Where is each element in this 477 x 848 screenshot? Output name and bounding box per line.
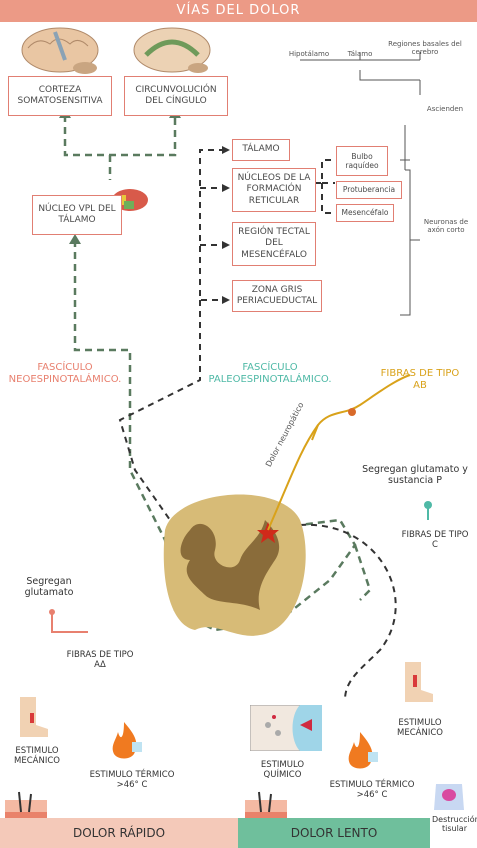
label-hipotalamo: Hipotálamo <box>288 50 330 58</box>
box-cingulo: CIRCUNVOLUCIÓN DEL CÍNGULO <box>124 76 228 116</box>
label-fibras-c: FIBRAS DE TIPO C <box>401 530 469 551</box>
teal-markers <box>49 501 432 633</box>
box-gris: ZONA GRIS PERIACUEDUCTAL <box>232 280 322 312</box>
footer-dolor-lento: DOLOR LENTO <box>238 818 430 848</box>
brain-icon <box>21 27 99 74</box>
brain-sagittal-icon <box>133 27 211 73</box>
fibra-ab-path <box>267 374 411 531</box>
leg-icon <box>405 662 433 702</box>
label-estimulo-termico-right: ESTIMULO TÉRMICO >46° C <box>329 780 415 801</box>
torso-icon <box>434 784 464 810</box>
label-neuronas: Neuronas de axón corto <box>423 218 469 235</box>
box-nucleo-vpl: NÚCLEO VPL DEL TÁLAMO <box>32 195 122 235</box>
skin-icon <box>5 791 47 820</box>
label-segregan-glut: Segregan glutamato <box>24 576 74 599</box>
label-paleo: FASCÍCULO PALEOESPINOTALÁMICO. <box>208 362 332 385</box>
box-tectal: REGIÓN TECTAL DEL MESENCÉFALO <box>232 222 316 266</box>
label-estimulo-termico-left: ESTIMULO TÉRMICO >46° C <box>89 770 175 791</box>
flame-icon <box>112 722 142 759</box>
box-corteza: CORTEZA SOMATOSENSITIVA <box>8 76 112 116</box>
label-talamo-top: Tálamo <box>347 50 373 58</box>
paleo-path <box>118 149 397 701</box>
footer-destruccion: Destrucción tisular <box>432 815 477 834</box>
hierarchy-lines <box>300 52 421 316</box>
leg-icon <box>20 697 48 737</box>
label-regiones: Regiones basales del cerebro <box>388 40 462 57</box>
skin-icon <box>245 791 287 820</box>
label-neo: FASCÍCULO NEOESPINOTALÁMICO. <box>8 362 122 385</box>
box-reticular: NÚCLEOS DE LA FORMACIÓN RETICULAR <box>232 168 316 212</box>
box-mesencefalo: Mesencéfalo <box>336 204 394 222</box>
label-estimulo-mecanico-left: ESTIMULO MECÁNICO <box>14 746 60 767</box>
box-bulbo: Bulbo raquídeo <box>336 146 388 176</box>
label-estimulo-mecanico-right: ESTIMULO MECÁNICO <box>397 718 443 739</box>
fibra-ab-ending <box>348 408 356 416</box>
spinal-cord-icon <box>163 494 306 636</box>
page-title: VÍAS DEL DOLOR <box>0 0 477 22</box>
label-fibras-ab: FIBRAS DE TIPO Aβ <box>380 368 460 391</box>
paleo-arrows <box>222 146 230 304</box>
label-estimulo-quimico: ESTIMULO QUÍMICO <box>260 760 305 781</box>
box-talamo: TÁLAMO <box>232 139 290 161</box>
box-protuberancia: Protuberancia <box>336 181 402 199</box>
label-ascienden: Ascienden <box>426 105 464 113</box>
flame-icon <box>348 732 378 769</box>
chemical-icon <box>250 705 322 751</box>
label-fibras-ad: FIBRAS DE TIPO Aδ <box>66 650 134 671</box>
footer-dolor-rapido: DOLOR RÁPIDO <box>0 818 238 848</box>
label-segregan-glut-p: Segregan glutamato y sustancia P <box>362 464 468 487</box>
